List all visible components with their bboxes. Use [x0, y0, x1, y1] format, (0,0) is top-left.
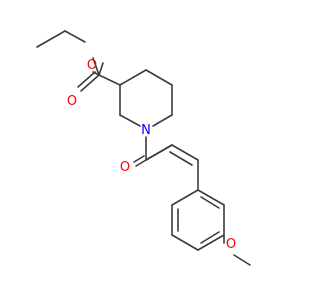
bond-o-ch3	[233, 254, 251, 266]
bond-benz-6	[171, 189, 199, 206]
bond-benz-inner-2	[200, 231, 220, 244]
amide-carbonyl-oxygen-label: O	[120, 160, 130, 175]
bond-amide-co-1	[135, 159, 147, 167]
bond-amide-co-2	[133, 155, 145, 163]
ester-ether-oxygen-label: O	[87, 58, 97, 73]
bond-ethyl-ch3-ch2	[36, 30, 66, 48]
bond-ring-c4-c5	[145, 69, 173, 86]
bond-ethyl-ch2-o	[64, 30, 86, 43]
bond-ester-o-c	[98, 62, 104, 76]
bond-benz-4	[171, 234, 199, 251]
molecule-structure: O O N O O	[36, 30, 251, 266]
bond-ester-c-ring	[98, 74, 121, 86]
bond-ring-n-c2	[119, 114, 141, 127]
bond-ester-carbonyl-2	[77, 71, 96, 88]
bond-alkene-double	[169, 151, 193, 166]
ester-carbonyl-oxygen-label: O	[67, 94, 77, 109]
bond-benz-3	[197, 234, 225, 251]
bond-ring-c6-n	[152, 114, 173, 127]
methoxy-oxygen-label: O	[226, 237, 236, 252]
bond-benz-inner-1	[200, 196, 220, 209]
structure-canvas: O O N O O	[36, 30, 251, 266]
bond-benz-1	[197, 189, 225, 206]
bond-alkene-main	[171, 144, 199, 161]
bond-ester-ether-o-c	[92, 57, 100, 76]
bond-ester-carbonyl-1	[80, 74, 100, 92]
bond-ring-c3-c4	[119, 69, 147, 86]
bond-alkene-1	[145, 144, 173, 161]
ring-nitrogen-label: N	[141, 123, 151, 138]
